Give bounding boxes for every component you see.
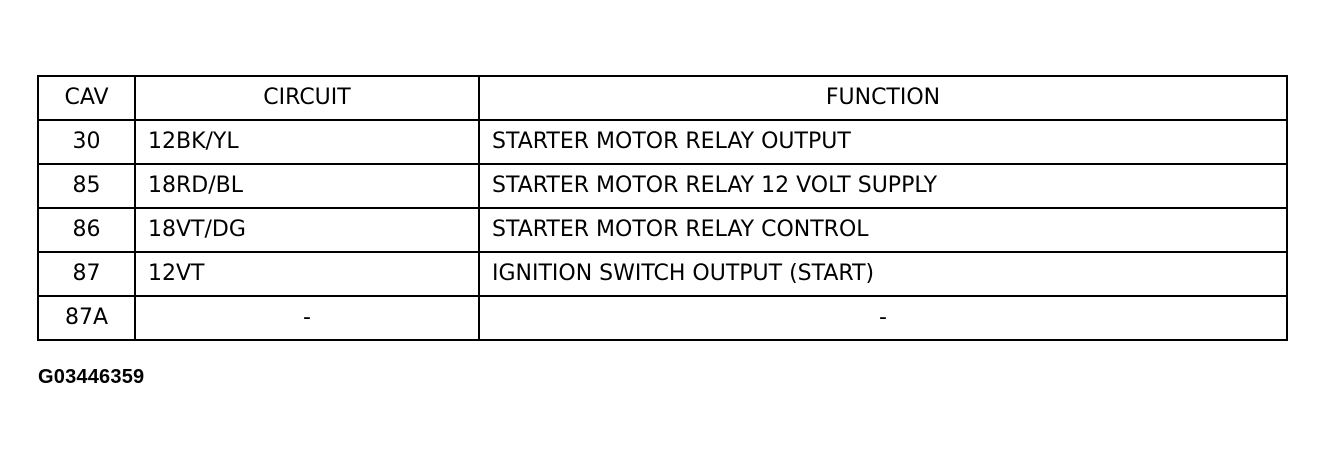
table-row: 85 18RD/BL STARTER MOTOR RELAY 12 VOLT S… bbox=[37, 163, 1288, 209]
cell-circuit: - bbox=[134, 295, 480, 341]
table-row: 87 12VT IGNITION SWITCH OUTPUT (START) bbox=[37, 251, 1288, 297]
cell-cav: 30 bbox=[37, 119, 136, 165]
figure-id: G03446359 bbox=[38, 366, 145, 388]
header-circuit: CIRCUIT bbox=[134, 75, 480, 121]
cell-circuit: 18VT/DG bbox=[134, 207, 480, 253]
table-header-row: CAV CIRCUIT FUNCTION bbox=[37, 75, 1288, 121]
cell-cav: 87 bbox=[37, 251, 136, 297]
cell-circuit: 12BK/YL bbox=[134, 119, 480, 165]
cell-circuit: 18RD/BL bbox=[134, 163, 480, 209]
cell-cav: 86 bbox=[37, 207, 136, 253]
table-row: 30 12BK/YL STARTER MOTOR RELAY OUTPUT bbox=[37, 119, 1288, 165]
cell-circuit: 12VT bbox=[134, 251, 480, 297]
cell-function: STARTER MOTOR RELAY 12 VOLT SUPPLY bbox=[478, 163, 1288, 209]
header-cav: CAV bbox=[37, 75, 136, 121]
connector-pinout-table: CAV CIRCUIT FUNCTION 30 12BK/YL STARTER … bbox=[37, 75, 1288, 341]
cell-function: STARTER MOTOR RELAY OUTPUT bbox=[478, 119, 1288, 165]
header-function: FUNCTION bbox=[478, 75, 1288, 121]
cell-cav: 87A bbox=[37, 295, 136, 341]
cell-function: STARTER MOTOR RELAY CONTROL bbox=[478, 207, 1288, 253]
cell-function: IGNITION SWITCH OUTPUT (START) bbox=[478, 251, 1288, 297]
cell-function: - bbox=[478, 295, 1288, 341]
table-row: 87A - - bbox=[37, 295, 1288, 341]
cell-cav: 85 bbox=[37, 163, 136, 209]
table-row: 86 18VT/DG STARTER MOTOR RELAY CONTROL bbox=[37, 207, 1288, 253]
